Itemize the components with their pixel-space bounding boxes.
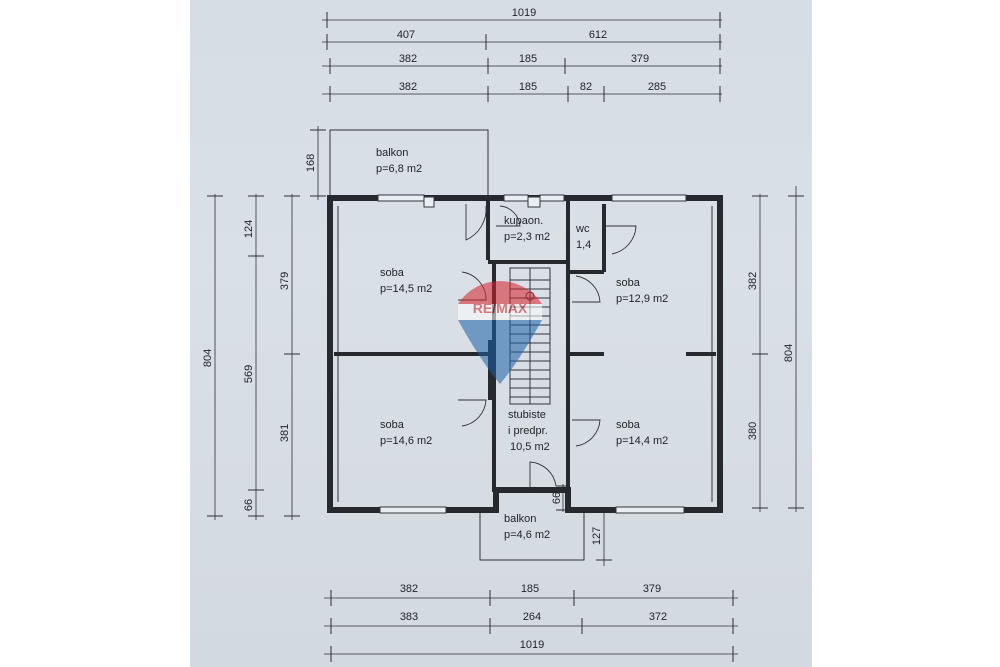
- window-bottom-left: [379, 506, 447, 514]
- dim-top-row4-c: 82: [580, 81, 592, 93]
- dim-top-row3-c: 379: [631, 53, 649, 65]
- dim-bottom-row2-c: 372: [649, 611, 667, 623]
- dim-left-inner-a: 379: [279, 272, 291, 290]
- dim-left-inner-b: 381: [279, 424, 291, 442]
- room-top-left-name: soba: [380, 267, 405, 279]
- dim-top-row4-d: 285: [648, 81, 666, 93]
- interior-walls: [334, 198, 716, 492]
- dim-bottom-row2-a: 383: [400, 611, 418, 623]
- dim-bottom-total: 1019: [520, 639, 544, 651]
- dim-right-step: 66: [551, 492, 563, 504]
- dim-right-inner-a: 382: [747, 272, 759, 290]
- left-dimension-chain: 804 124 569 66 379 381 168: [202, 126, 326, 520]
- door-balcony: [465, 204, 487, 241]
- remax-logo-text: RE/MAX: [473, 300, 528, 316]
- room-labels: kupaon. p=2,3 m2 wc 1,4 soba p=14,5 m2 s…: [380, 215, 668, 453]
- bottom-dimension-chain: 382 185 379 383 264 372 1019: [324, 583, 738, 662]
- dim-left-mid-c: 66: [243, 499, 255, 511]
- balcony-top: balkon p=6,8 m2: [329, 129, 489, 196]
- right-dimension-chain: 382 380 804 127 66: [551, 186, 804, 566]
- dim-top-total: 1019: [512, 7, 536, 19]
- balloon-mid-white: [458, 304, 542, 320]
- room-bottom-right-name: soba: [616, 419, 641, 431]
- window-bath-2: [539, 194, 565, 202]
- dim-top-row2-a: 407: [397, 29, 415, 41]
- dim-top-row3-b: 185: [519, 53, 537, 65]
- dim-top-row4-a: 382: [399, 81, 417, 93]
- dim-bottom-row1-a: 382: [400, 583, 418, 595]
- wc-name: wc: [575, 223, 590, 235]
- dim-right-inner-b: 380: [747, 422, 759, 440]
- door-room-bottom-left: [458, 399, 487, 427]
- room-bottom-left-name: soba: [380, 419, 405, 431]
- balloon-bottom-blue: [458, 320, 542, 384]
- dim-right-balcony: 127: [591, 527, 603, 545]
- window-top-right: [611, 194, 687, 202]
- top-dimension-chain: 1019 407 612 382 185 379 382 185 82 285: [322, 7, 722, 102]
- balcony-bottom-name: balkon: [504, 513, 536, 525]
- dim-top-row2-b: 612: [589, 29, 607, 41]
- dim-left-balcony: 168: [305, 154, 317, 172]
- door-balcony-bottom: [529, 461, 557, 490]
- stairs-name-2: i predpr.: [508, 425, 548, 437]
- chimney-core: [527, 196, 541, 208]
- balloon-top-red: [458, 281, 542, 304]
- room-top-left-area: p=14,5 m2: [380, 283, 432, 295]
- window-bath: [503, 194, 529, 202]
- dim-bottom-row2-b: 264: [523, 611, 541, 623]
- dim-left-mid-b: 569: [243, 365, 255, 383]
- bath-area: p=2,3 m2: [504, 231, 550, 243]
- room-top-right-area: p=12,9 m2: [616, 293, 668, 305]
- bath-name: kupaon.: [504, 215, 543, 227]
- chimney-left: [423, 196, 435, 208]
- balcony-top-name: balkon: [376, 147, 408, 159]
- window-top-left: [377, 194, 425, 202]
- stairs-area: 10,5 m2: [510, 441, 550, 453]
- door-wc: [606, 225, 637, 255]
- door-room-top-right: [572, 275, 601, 303]
- room-top-right-name: soba: [616, 277, 641, 289]
- windows: [377, 194, 687, 514]
- dim-top-row4-b: 185: [519, 81, 537, 93]
- dim-left-outer: 804: [202, 349, 214, 367]
- door-bath: [496, 205, 521, 227]
- room-bottom-right-area: p=14,4 m2: [616, 435, 668, 447]
- wc-area: 1,4: [576, 239, 591, 251]
- stairs-name: stubiste: [508, 409, 546, 421]
- balcony-bottom: balkon p=4,6 m2: [479, 512, 585, 561]
- dim-top-row3-a: 382: [399, 53, 417, 65]
- remax-watermark: RE/MAX: [458, 281, 542, 384]
- doors: [458, 204, 637, 490]
- dim-bottom-row1-c: 379: [643, 583, 661, 595]
- dim-right-outer: 804: [783, 344, 795, 362]
- room-bottom-left-area: p=14,6 m2: [380, 435, 432, 447]
- door-room-bottom-right: [572, 419, 601, 447]
- balcony-top-area: p=6,8 m2: [376, 163, 422, 175]
- dim-left-mid-a: 124: [243, 220, 255, 238]
- dim-bottom-row1-b: 185: [521, 583, 539, 595]
- balcony-bottom-area: p=4,6 m2: [504, 529, 550, 541]
- window-bottom-right: [615, 506, 685, 514]
